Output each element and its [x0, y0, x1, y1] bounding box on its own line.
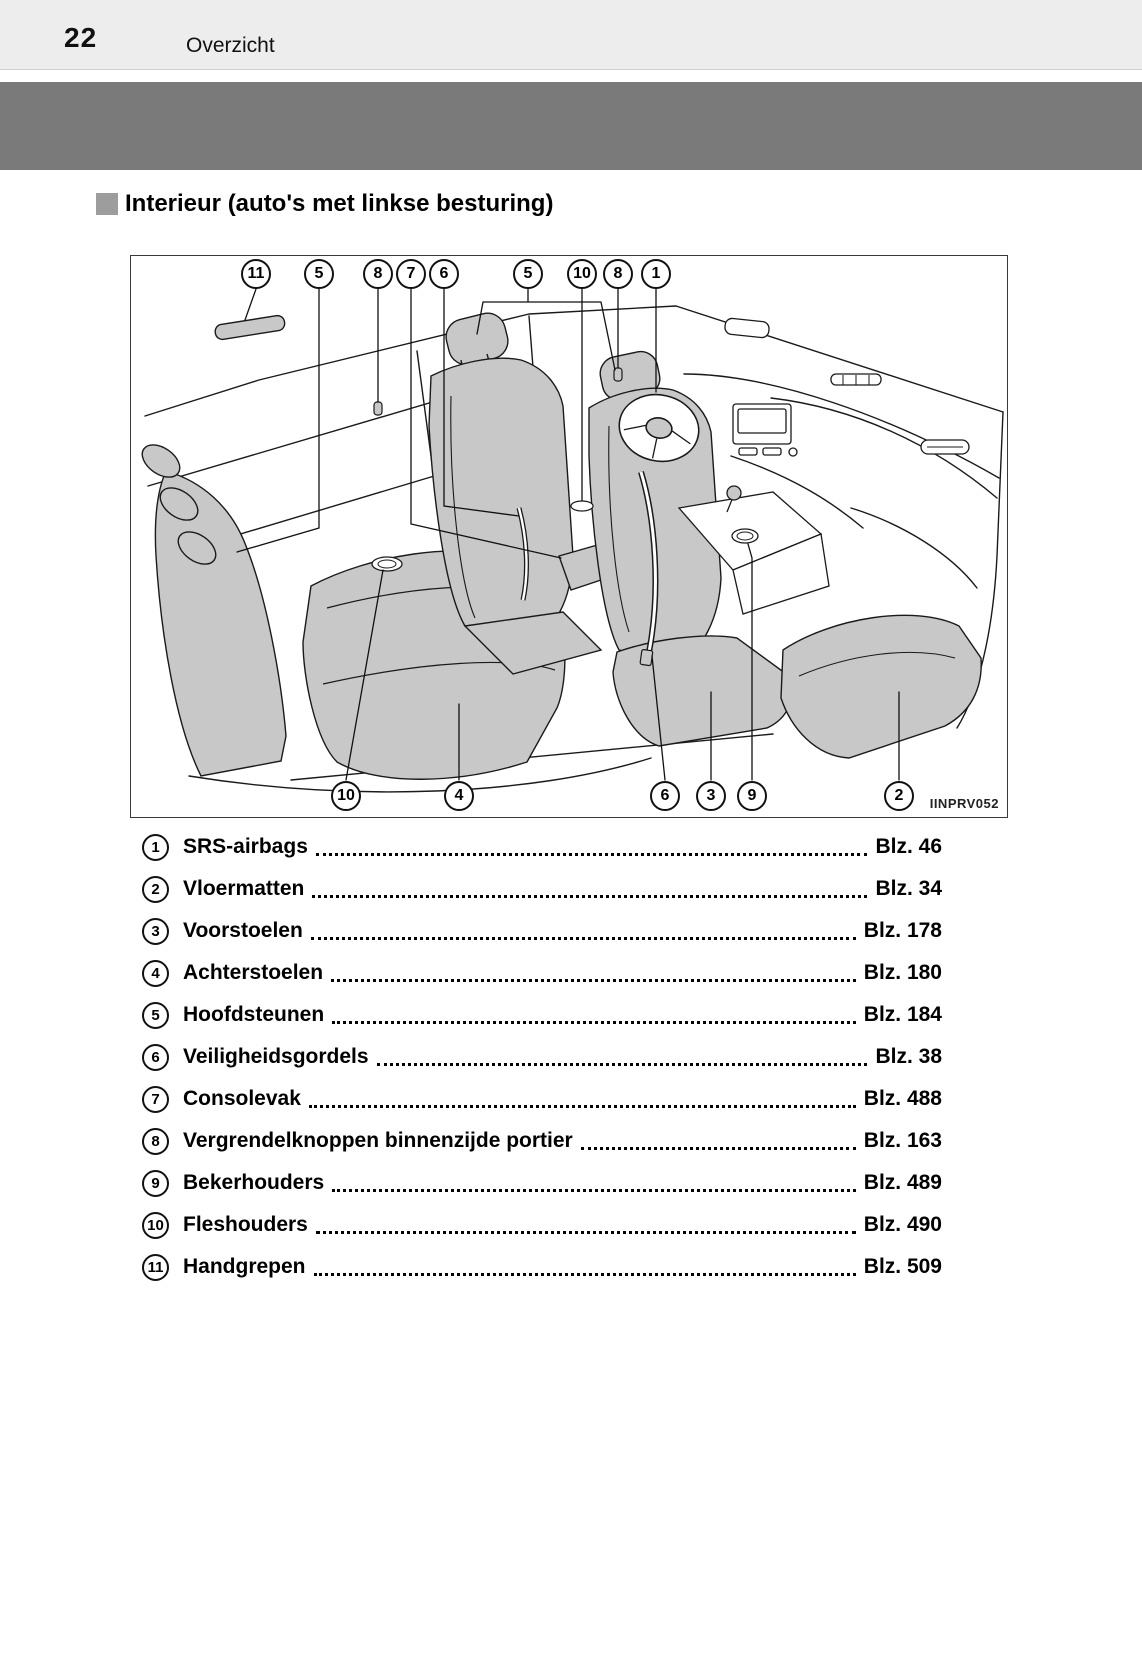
- dot-leader: [313, 1273, 856, 1276]
- dot-leader: [331, 979, 856, 982]
- legend-item: 7 Consolevak Blz. 488: [134, 1078, 942, 1120]
- legend-page-ref: Blz. 509: [863, 1255, 942, 1278]
- legend-page-ref: Blz. 184: [863, 1003, 942, 1026]
- legend-item: 4 Achterstoelen Blz. 180: [134, 952, 942, 994]
- legend-label: Vergrendelknoppen binnenzijde portier: [183, 1129, 573, 1152]
- grab-handle: [214, 314, 286, 341]
- center-console: [677, 485, 830, 615]
- page-header: 22 Overzicht: [0, 0, 1142, 70]
- callout-bottom-1: 10: [331, 781, 361, 811]
- legend-page-ref: Blz. 180: [863, 961, 942, 984]
- legend-label: Fleshouders: [183, 1213, 308, 1236]
- legend-number: 3: [142, 917, 169, 945]
- passenger-seat: [428, 312, 614, 675]
- legend-item: 5 Hoofdsteunen Blz. 184: [134, 994, 942, 1036]
- legend-item: 8 Vergrendelknoppen binnenzijde portier …: [134, 1120, 942, 1162]
- interior-illustration: [141, 288, 1004, 793]
- callout-top-2: 5: [304, 259, 334, 289]
- callout-top-1: 11: [241, 259, 271, 289]
- dot-leader: [332, 1021, 856, 1024]
- callout-top-6: 5: [513, 259, 543, 289]
- legend-number: 5: [142, 1001, 169, 1029]
- dot-leader: [580, 1147, 856, 1150]
- legend-item: 10 Fleshouders Blz. 490: [134, 1204, 942, 1246]
- front-bottle-holder: [570, 500, 594, 512]
- leader-lines: [236, 288, 900, 781]
- legend-page-ref: Blz. 488: [863, 1087, 942, 1110]
- seatbelts: [516, 471, 659, 667]
- legend-label: SRS-airbags: [183, 835, 308, 858]
- callout-bottom-3: 6: [650, 781, 680, 811]
- steering-wheel: [618, 393, 700, 463]
- section-name: Overzicht: [186, 34, 275, 57]
- callout-bottom-4: 3: [696, 781, 726, 811]
- legend-label: Vloermatten: [183, 877, 305, 900]
- callout-bottom-2: 4: [444, 781, 474, 811]
- bottle-holder: [371, 556, 403, 572]
- legend-number: 11: [142, 1253, 169, 1281]
- legend-number: 8: [142, 1127, 169, 1155]
- legend-label: Consolevak: [183, 1087, 301, 1110]
- legend-page-ref: Blz. 38: [875, 1045, 942, 1068]
- legend-label: Achterstoelen: [183, 961, 324, 984]
- legend-number: 2: [142, 875, 169, 903]
- legend-number: 6: [142, 1043, 169, 1071]
- callout-top-8: 8: [603, 259, 633, 289]
- legend-label: Handgrepen: [183, 1255, 306, 1278]
- legend-page-ref: Blz. 490: [863, 1213, 942, 1236]
- legend-label: Bekerhouders: [183, 1171, 325, 1194]
- legend-page-ref: Blz. 163: [863, 1129, 942, 1152]
- cup-holder: [731, 528, 759, 544]
- dot-leader: [310, 937, 856, 940]
- section-bullet-icon: [96, 193, 118, 215]
- callout-bottom-6: 2: [884, 781, 914, 811]
- callout-bottom-5: 9: [737, 781, 767, 811]
- legend-page-ref: Blz. 34: [875, 877, 942, 900]
- dot-leader: [308, 1105, 856, 1108]
- legend-page-ref: Blz. 178: [863, 919, 942, 942]
- floor-mat: [780, 614, 982, 759]
- page-title-text: Interieur (auto's met linkse besturing): [125, 190, 554, 217]
- dot-leader: [376, 1063, 868, 1066]
- legend-item: 11 Handgrepen Blz. 509: [134, 1246, 942, 1288]
- driver-seat: [588, 350, 793, 747]
- interior-diagram-box: 11 5 8 7 6 5 10 8 1 10 4 6 3 9 2 IINPRV0…: [130, 255, 1008, 818]
- legend-number: 10: [142, 1211, 169, 1239]
- legend-label: Veiligheidsgordels: [183, 1045, 369, 1068]
- legend-item: 2 Vloermatten Blz. 34: [134, 868, 942, 910]
- legend-page-ref: Blz. 489: [863, 1171, 942, 1194]
- legend-number: 9: [142, 1169, 169, 1197]
- dot-leader: [315, 853, 868, 856]
- legend-number: 7: [142, 1085, 169, 1113]
- rear-seatback: [141, 444, 287, 777]
- legend-number: 1: [142, 833, 169, 861]
- gear-shifter: [726, 485, 742, 501]
- legend-item: 3 Voorstoelen Blz. 178: [134, 910, 942, 952]
- dot-leader: [315, 1231, 856, 1234]
- legend-number: 4: [142, 959, 169, 987]
- callout-top-3: 8: [363, 259, 393, 289]
- dot-leader: [312, 895, 868, 898]
- callout-top-9: 1: [641, 259, 671, 289]
- figure-code: IINPRV052: [929, 796, 999, 811]
- callout-top-4: 7: [396, 259, 426, 289]
- dashboard: [724, 317, 970, 457]
- page-number: 22: [64, 22, 98, 53]
- callout-top-7: 10: [567, 259, 597, 289]
- legend-label: Hoofdsteunen: [183, 1003, 325, 1026]
- page-title: Interieur (auto's met linkse besturing): [96, 190, 553, 218]
- chapter-banner: [0, 82, 1142, 170]
- legend-list: 1 SRS-airbags Blz. 46 2 Vloermatten Blz.…: [134, 826, 942, 1288]
- legend-item: 6 Veiligheidsgordels Blz. 38: [134, 1036, 942, 1078]
- legend-page-ref: Blz. 46: [875, 835, 942, 858]
- legend-item: 9 Bekerhouders Blz. 489: [134, 1162, 942, 1204]
- dot-leader: [332, 1189, 856, 1192]
- callout-top-5: 6: [429, 259, 459, 289]
- legend-label: Voorstoelen: [183, 919, 303, 942]
- legend-item: 1 SRS-airbags Blz. 46: [134, 826, 942, 868]
